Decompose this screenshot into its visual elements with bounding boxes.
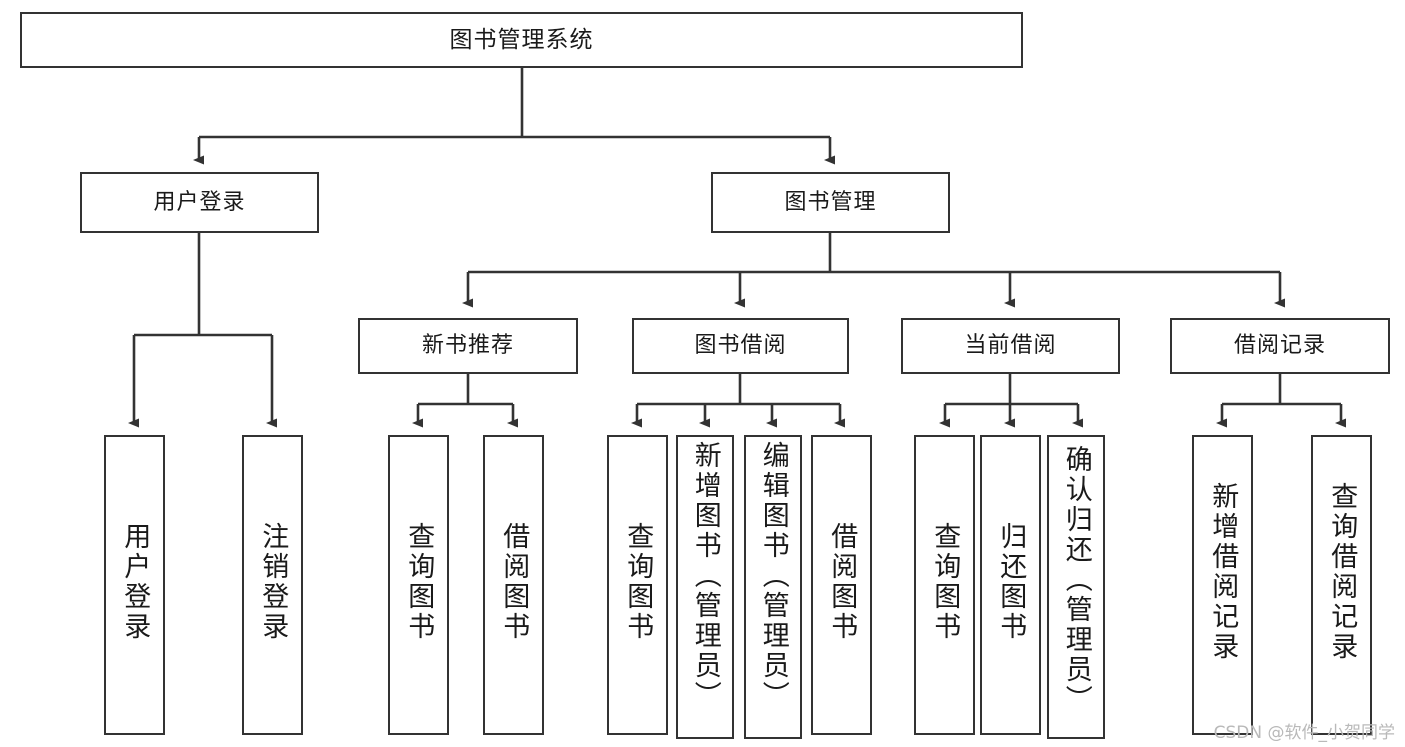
node-label: 图书借阅: [694, 333, 787, 358]
node-label: 借阅记录: [1233, 333, 1326, 358]
leaf-user-login[interactable]: 用户登录: [104, 435, 165, 735]
leaf-query-borrow-record[interactable]: 查询借阅记录: [1311, 435, 1372, 735]
node-label: 图书管理系统: [449, 26, 594, 53]
node-root-system[interactable]: 图书管理系统: [20, 12, 1023, 68]
leaf-query-book-recommend[interactable]: 查询图书: [388, 435, 449, 735]
leaf-borrow-book[interactable]: 借阅图书: [811, 435, 872, 735]
node-label: 查询借阅记录: [1326, 482, 1358, 662]
leaf-add-book-admin[interactable]: 新增图书（管理员）: [676, 435, 734, 739]
leaf-borrow-book-recommend[interactable]: 借阅图书: [483, 435, 544, 735]
node-borrow-records[interactable]: 借阅记录: [1170, 318, 1390, 374]
node-label: 借阅图书: [498, 522, 530, 642]
leaf-confirm-return-admin[interactable]: 确认归还（管理员）: [1047, 435, 1105, 739]
node-label: 查询图书: [929, 522, 961, 642]
leaf-query-book-current[interactable]: 查询图书: [914, 435, 975, 735]
node-label: 用户登录: [119, 522, 151, 642]
leaf-logout-login[interactable]: 注销登录: [242, 435, 303, 735]
node-label: 注销登录: [257, 522, 289, 642]
node-user-login[interactable]: 用户登录: [80, 172, 319, 233]
node-label: 新增图书（管理员）: [689, 441, 721, 711]
node-label: 查询图书: [403, 522, 435, 642]
node-label: 确认归还（管理员）: [1060, 445, 1092, 715]
node-label: 当前借阅: [964, 333, 1057, 358]
leaf-return-book[interactable]: 归还图书: [980, 435, 1041, 735]
node-current-borrow[interactable]: 当前借阅: [901, 318, 1120, 374]
node-label: 借阅图书: [826, 522, 858, 642]
watermark-text: CSDN @软件_小贺同学: [1213, 723, 1395, 743]
leaf-edit-book-admin[interactable]: 编辑图书（管理员）: [744, 435, 802, 739]
leaf-add-borrow-record[interactable]: 新增借阅记录: [1192, 435, 1253, 735]
node-label: 编辑图书（管理员）: [757, 441, 789, 711]
node-label: 用户登录: [153, 189, 246, 215]
node-label: 图书管理: [784, 189, 877, 215]
node-label: 归还图书: [995, 522, 1027, 642]
node-new-book-recommend[interactable]: 新书推荐: [358, 318, 578, 374]
leaf-query-book-borrow[interactable]: 查询图书: [607, 435, 668, 735]
node-book-borrow[interactable]: 图书借阅: [632, 318, 849, 374]
node-book-management[interactable]: 图书管理: [711, 172, 950, 233]
node-label: 查询图书: [622, 522, 654, 642]
node-label: 新增借阅记录: [1207, 482, 1239, 662]
node-label: 新书推荐: [421, 333, 514, 358]
